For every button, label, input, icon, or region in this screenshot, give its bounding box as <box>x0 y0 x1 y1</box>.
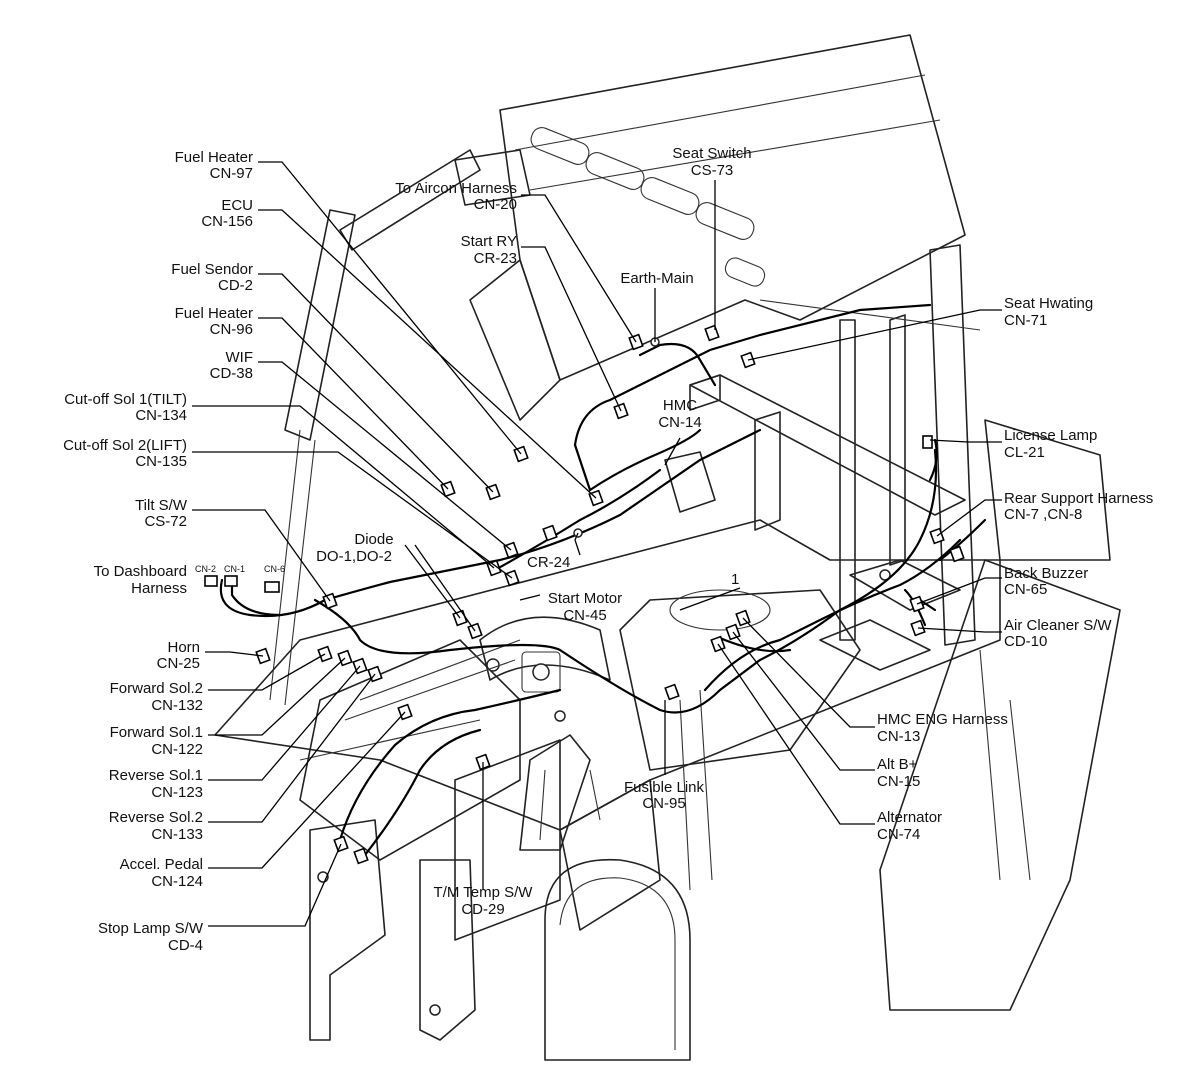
code-fuel-sendor: CD-2 <box>218 277 253 294</box>
label-back-buzzer: Back Buzzer <box>1004 565 1088 582</box>
leader-lines <box>192 161 1002 927</box>
wire-harness <box>219 303 987 857</box>
label-seat-switch: Seat Switch <box>672 145 751 162</box>
label-fusible-link: Fusible Link <box>624 779 705 796</box>
label-stop-lamp: Stop Lamp S/W <box>98 920 204 937</box>
label-diode: Diode <box>354 531 393 548</box>
label-rear-support: Rear Support Harness <box>1004 490 1153 507</box>
label-start-motor: Start Motor <box>548 590 622 607</box>
label-small-cn1: CN-1 <box>224 564 245 574</box>
code-seat-heating: CN-71 <box>1004 312 1047 329</box>
label-wif: WIF <box>226 349 254 366</box>
code-alt-b: CN-15 <box>877 773 920 790</box>
code-diode: DO-1,DO-2 <box>316 548 392 565</box>
label-alternator: Alternator <box>877 809 942 826</box>
code-start-motor: CN-45 <box>563 607 606 624</box>
code-forward-sol2: CN-132 <box>151 697 203 714</box>
code-ecu: CN-156 <box>201 213 253 230</box>
label-fuel-heater-96: Fuel Heater <box>175 305 253 322</box>
label-dashboard: To Dashboard <box>94 563 187 580</box>
code-tilt-sw: CS-72 <box>144 513 187 530</box>
code-rear-support: CN-7 ,CN-8 <box>1004 506 1082 523</box>
code-forward-sol1: CN-122 <box>151 741 203 758</box>
code-fuel-heater-96: CN-96 <box>210 321 253 338</box>
label-cutoff-lift: Cut-off Sol 2(LIFT) <box>63 437 187 454</box>
label-fuel-heater-97: Fuel Heater <box>175 149 253 166</box>
label-reverse-sol1: Reverse Sol.1 <box>109 767 203 784</box>
code-alternator: CN-74 <box>877 826 920 843</box>
label-hmc: HMC <box>663 397 697 414</box>
code-license-lamp: CL-21 <box>1004 444 1045 461</box>
label-tm-temp: T/M Temp S/W <box>434 884 534 901</box>
label-forward-sol2: Forward Sol.2 <box>110 680 203 697</box>
label-one: 1 <box>731 571 739 588</box>
label-license-lamp: License Lamp <box>1004 427 1097 444</box>
label-air-cleaner: Air Cleaner S/W <box>1004 617 1112 634</box>
label-cutoff-tilt: Cut-off Sol 1(TILT) <box>64 391 187 408</box>
label-seat-heating: Seat Hwating <box>1004 295 1093 312</box>
label-horn: Horn <box>167 639 200 656</box>
label-forward-sol1: Forward Sol.1 <box>110 724 203 741</box>
label-accel-pedal: Accel. Pedal <box>120 856 203 873</box>
code-aircon: CN-20 <box>474 196 517 213</box>
code-stop-lamp: CD-4 <box>168 937 203 954</box>
label-alt-b: Alt B+ <box>877 756 918 773</box>
label-ecu: ECU <box>221 197 253 214</box>
label-hmc-eng: HMC ENG Harness <box>877 711 1008 728</box>
code-fuel-heater-97: CN-97 <box>210 165 253 182</box>
code-air-cleaner: CD-10 <box>1004 633 1047 650</box>
code-back-buzzer: CN-65 <box>1004 581 1047 598</box>
code-dashboard: Harness <box>131 580 187 597</box>
code-seat-switch: CS-73 <box>691 162 734 179</box>
code-accel-pedal: CN-124 <box>151 873 203 890</box>
code-start-ry: CR-23 <box>474 250 517 267</box>
component-labels: Fuel Heater CN-97 ECU CN-156 Fuel Sendor… <box>63 145 1153 954</box>
label-small-cn2: CN-2 <box>195 564 216 574</box>
code-cutoff-lift: CN-135 <box>135 453 187 470</box>
code-reverse-sol2: CN-133 <box>151 826 203 843</box>
code-hmc-eng: CN-13 <box>877 728 920 745</box>
code-cutoff-tilt: CN-134 <box>135 407 187 424</box>
label-start-ry: Start RY <box>461 233 517 250</box>
label-earth-main: Earth-Main <box>620 270 693 287</box>
code-hmc: CN-14 <box>658 414 701 431</box>
label-aircon: To Aircon Harness <box>395 180 517 197</box>
code-horn: CN-25 <box>157 655 200 672</box>
label-reverse-sol2: Reverse Sol.2 <box>109 809 203 826</box>
label-fuel-sendor: Fuel Sendor <box>171 261 253 278</box>
code-wif: CD-38 <box>210 365 253 382</box>
label-cr24: CR-24 <box>527 554 570 571</box>
label-tilt-sw: Tilt S/W <box>135 497 188 514</box>
code-tm-temp: CD-29 <box>461 901 504 918</box>
code-reverse-sol1: CN-123 <box>151 784 203 801</box>
label-small-cn6: CN-6 <box>264 564 285 574</box>
code-fusible-link: CN-95 <box>642 795 685 812</box>
